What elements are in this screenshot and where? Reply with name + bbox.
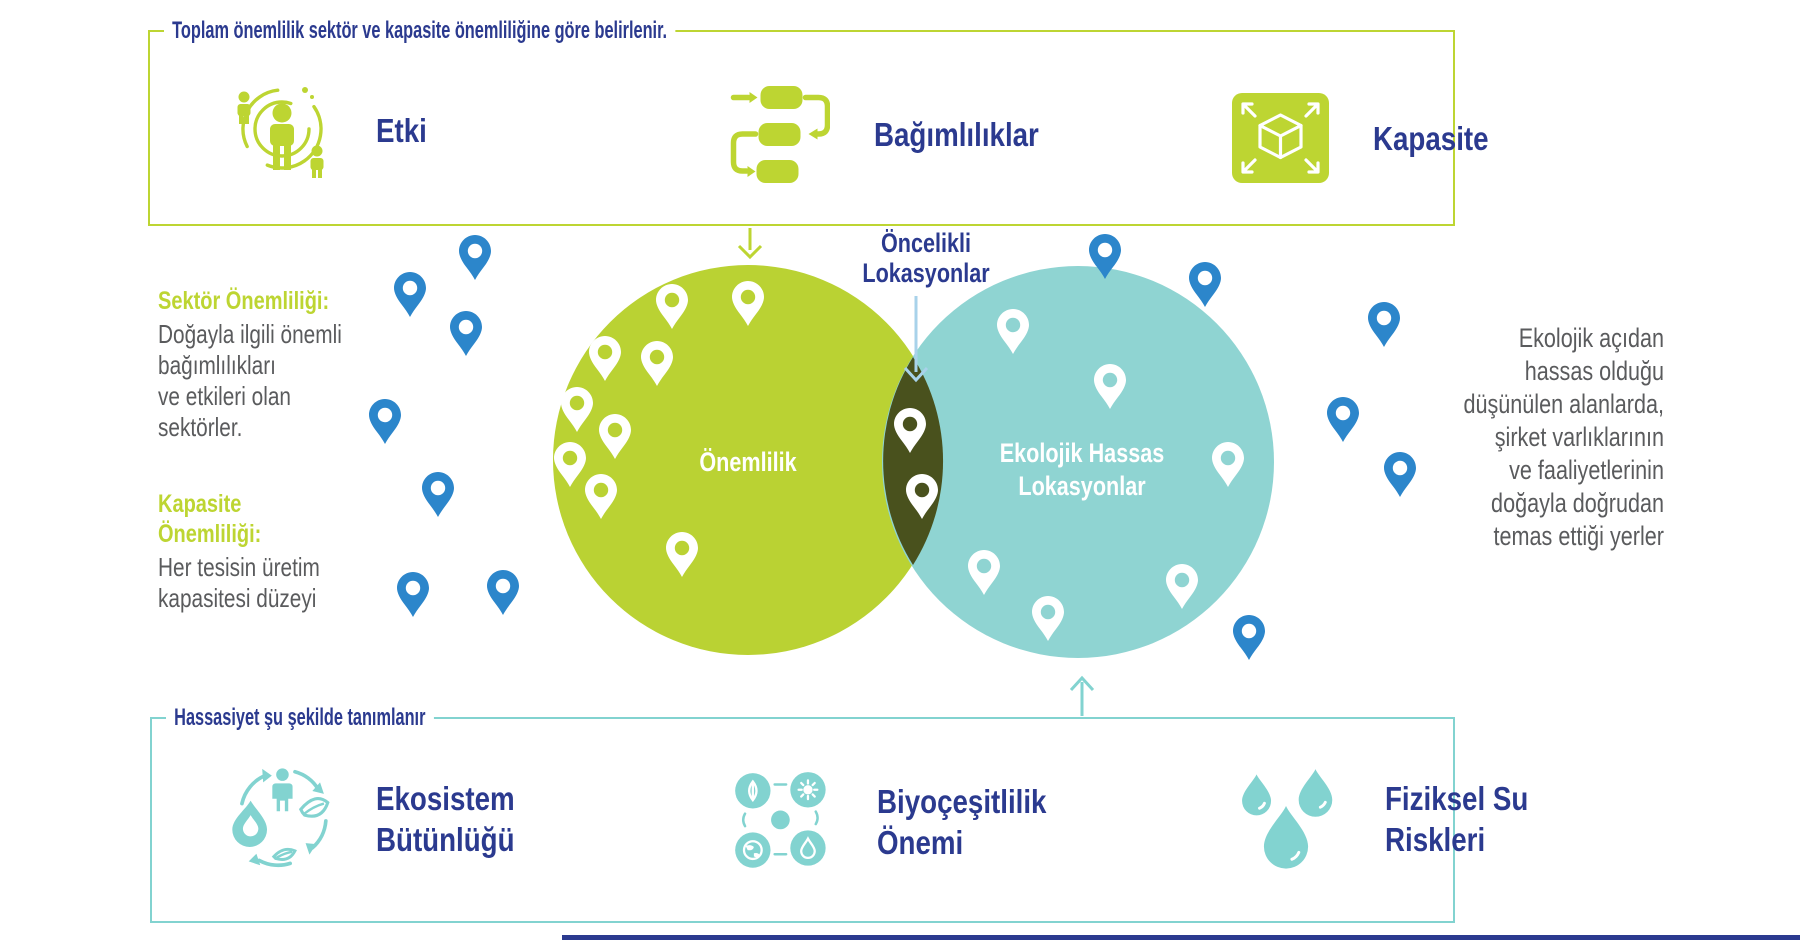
text-line: Riskleri — [1385, 821, 1486, 858]
capacity-materiality-body: Her tesisin üretim kapasitesi düzeyi — [158, 552, 358, 614]
text-line: bağımlılıkları — [158, 350, 276, 380]
location-pin-icon — [422, 472, 454, 517]
biodiversity-label: Biyoçeşitlilik Önemi — [877, 781, 1046, 863]
text-line: Biyoçeşitlilik — [877, 783, 1047, 820]
capacity-label: Kapasite — [1373, 119, 1489, 157]
text-line: hassas olduğu — [1524, 356, 1664, 386]
text-line: Lokasyonlar — [862, 258, 990, 288]
impact-label: Etki — [376, 111, 427, 149]
ecological-circle-label: Ekolojik Hassas Lokasyonlar — [973, 437, 1191, 503]
water-drops-icon — [1242, 769, 1333, 869]
top-item-impact: Etki — [232, 74, 437, 186]
dependencies-label: Bağımlılıklar — [874, 115, 1039, 153]
bottom-item-water: Fiziksel Su Riskleri — [1233, 763, 1556, 875]
priority-arrow-down-icon — [903, 296, 929, 383]
location-pin-icon — [397, 572, 429, 617]
impact-people-icon — [237, 87, 324, 178]
capacity-cube-icon — [1232, 93, 1329, 183]
text-line: Kapasite — [158, 490, 242, 518]
sector-materiality-body: Doğayla ilgili önemli bağımlılıkları ve … — [158, 319, 358, 443]
text-line: Öncelikli — [880, 228, 972, 258]
dependencies-flow-icon — [730, 86, 830, 183]
ecosystem-label: Ekosistem Bütünlüğü — [376, 778, 515, 860]
text-line: temas ettiği yerler — [1493, 521, 1664, 551]
text-line: kapasitesi düzeyi — [158, 583, 317, 613]
text-line: sektörler. — [158, 412, 243, 442]
top-box-title: Toplam önemlilik sektör ve kapasite önem… — [164, 16, 676, 46]
top-box: Toplam önemlilik sektör ve kapasite önem… — [148, 16, 1489, 226]
text-line: Önemliliği: — [158, 520, 262, 548]
bottom-item-ecosystem: Ekosistem Bütünlüğü — [230, 763, 541, 875]
water-risks-label: Fiziksel Su Riskleri — [1385, 778, 1528, 860]
arrow-up-icon — [1069, 675, 1095, 716]
text-line: Ekosistem — [376, 780, 515, 817]
arrow-down-icon — [737, 228, 763, 260]
location-pin-icon — [394, 272, 426, 317]
biodiversity-icon — [735, 772, 826, 868]
text-line: ve etkileri olan — [158, 381, 291, 411]
location-pin-icon — [487, 570, 519, 615]
materiality-circle-label: Önemlilik — [699, 447, 797, 477]
text-line: Her tesisin üretim — [158, 552, 320, 582]
top-item-capacity: Kapasite — [1232, 82, 1511, 194]
ecosystem-cycle-icon — [232, 768, 330, 868]
text-line: Fiziksel Su — [1385, 780, 1529, 817]
text-line: doğayla doğrudan — [1491, 488, 1664, 518]
text-line: Doğayla ilgili önemli — [158, 319, 342, 349]
priority-locations-overlap — [883, 357, 944, 565]
right-panel: Ekolojik açıdan hassas olduğu düşünülen … — [1365, 322, 1664, 553]
bottom-item-biodiversity: Biyoçeşitlilik Önemi — [733, 766, 1079, 878]
text-line: Ekolojik açıdan — [1518, 323, 1664, 353]
bottom-box: Hassasiyet şu şekilde tanımlanır — [150, 703, 1528, 923]
footer-rule — [562, 935, 1800, 940]
location-pin-icon — [1189, 262, 1221, 307]
text-line: Lokasyonlar — [1018, 471, 1146, 501]
text-line: Önemi — [877, 824, 964, 861]
text-line: düşünülen alanlarda, — [1463, 389, 1664, 419]
priority-locations-label: Öncelikli Lokasyonlar — [852, 228, 999, 288]
bottom-box-title: Hassasiyet şu şekilde tanımlanır — [166, 703, 434, 733]
text-line: Bütünlüğü — [376, 821, 515, 858]
location-pin-icon — [459, 235, 491, 280]
top-item-dependencies: Bağımlılıklar — [724, 78, 1070, 190]
text-line: Ekolojik Hassas — [999, 438, 1165, 468]
text-line: şirket varlıklarının — [1494, 422, 1664, 452]
left-panel: Sektör Önemliliği: Doğayla ilgili önemli… — [158, 286, 358, 614]
location-pin-icon — [450, 311, 482, 356]
text-line: ve faaliyetlerinin — [1509, 455, 1664, 485]
capacity-materiality-heading: Kapasite Önemliliği: — [158, 489, 358, 549]
location-pin-icon — [369, 399, 401, 444]
location-pin-icon — [1327, 397, 1359, 442]
sector-materiality-heading: Sektör Önemliliği: — [158, 287, 330, 315]
location-pin-icon — [1233, 615, 1265, 660]
